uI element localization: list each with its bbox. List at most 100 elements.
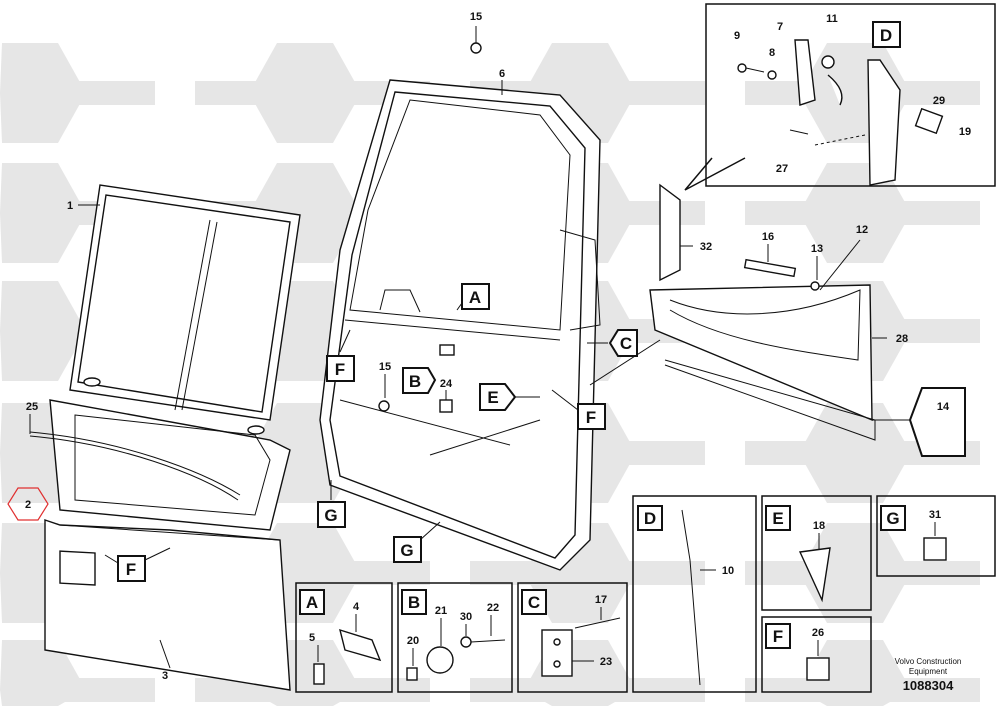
watermark-band bbox=[330, 561, 430, 585]
panel-title-g: G bbox=[880, 505, 906, 531]
detail-panel-b bbox=[397, 582, 513, 693]
callout-e-main[interactable]: E bbox=[479, 383, 517, 411]
svg-text:C: C bbox=[528, 593, 540, 612]
drawing-number: 1088304 bbox=[903, 678, 954, 693]
svg-text:G: G bbox=[324, 506, 337, 525]
svg-text:G: G bbox=[886, 509, 899, 528]
callout-c-main[interactable]: C bbox=[608, 329, 638, 357]
part-label-23[interactable]: 23 bbox=[600, 656, 612, 668]
callout-g-left[interactable]: G bbox=[317, 501, 346, 528]
svg-text:A: A bbox=[306, 593, 318, 612]
part-label-4[interactable]: 4 bbox=[353, 601, 360, 613]
watermark-band bbox=[880, 201, 980, 225]
panel-title-c: C bbox=[521, 589, 547, 615]
callout-14[interactable]: 14 bbox=[908, 387, 966, 457]
leader-lines bbox=[78, 26, 910, 669]
callout-f-door[interactable]: F bbox=[577, 403, 606, 430]
detail-inset-lock bbox=[684, 3, 996, 191]
part-label-8[interactable]: 8 bbox=[769, 47, 775, 59]
part-label-28[interactable]: 28 bbox=[896, 333, 908, 345]
part-label-27[interactable]: 27 bbox=[776, 163, 788, 175]
part-label-26[interactable]: 26 bbox=[812, 627, 824, 639]
part-label-22[interactable]: 22 bbox=[487, 602, 499, 614]
window-glass-part bbox=[69, 184, 301, 435]
svg-text:F: F bbox=[335, 360, 345, 379]
watermark-hexagon bbox=[0, 43, 86, 143]
svg-text:F: F bbox=[773, 627, 783, 646]
part-label-25[interactable]: 25 bbox=[26, 401, 38, 413]
part-label-29[interactable]: 29 bbox=[933, 95, 945, 107]
part-label-24[interactable]: 24 bbox=[440, 378, 453, 390]
part-label-13[interactable]: 13 bbox=[811, 243, 823, 255]
part-label-3[interactable]: 3 bbox=[162, 670, 168, 682]
detail-panel-a bbox=[295, 582, 393, 693]
svg-text:C: C bbox=[620, 334, 632, 353]
part-label-17[interactable]: 17 bbox=[595, 594, 607, 606]
side-trim-part bbox=[649, 183, 949, 447]
watermark-band bbox=[605, 201, 705, 225]
part-label-15-lower[interactable]: 15 bbox=[379, 361, 391, 373]
detail-panel-e bbox=[761, 495, 872, 611]
panel-title-a: A bbox=[299, 589, 325, 615]
detail-panel-g bbox=[876, 495, 996, 577]
callout-b-main[interactable]: B bbox=[402, 367, 437, 394]
part-label-32[interactable]: 32 bbox=[700, 241, 712, 253]
part-label-5[interactable]: 5 bbox=[309, 632, 315, 644]
svg-text:D: D bbox=[880, 26, 892, 45]
svg-text:G: G bbox=[400, 541, 413, 560]
highlight-hexagon-2[interactable] bbox=[7, 487, 49, 521]
callout-d-inset[interactable]: D bbox=[872, 21, 901, 48]
door-panel-part bbox=[29, 399, 291, 531]
svg-text:E: E bbox=[772, 509, 783, 528]
part-label-15[interactable]: 15 bbox=[470, 11, 482, 23]
manufacturer-line-2: Equipment bbox=[909, 667, 948, 676]
watermark-band bbox=[880, 561, 980, 585]
part-number-labels: 15 6 1 25 2 3 15 24 32 16 13 12 28 9 7 1… bbox=[25, 11, 971, 682]
part-label-20[interactable]: 20 bbox=[407, 635, 419, 647]
lower-door-panel-part bbox=[44, 519, 291, 691]
part-label-1[interactable]: 1 bbox=[67, 200, 73, 212]
svg-text:E: E bbox=[487, 388, 498, 407]
part-label-12[interactable]: 12 bbox=[856, 224, 868, 236]
svg-text:A: A bbox=[469, 288, 481, 307]
panel-title-d: D bbox=[637, 505, 663, 531]
panel-title-b: B bbox=[401, 589, 427, 615]
detail-panel-f bbox=[761, 616, 872, 693]
svg-text:B: B bbox=[409, 372, 421, 391]
part-label-18[interactable]: 18 bbox=[813, 520, 825, 532]
watermark-band bbox=[880, 319, 980, 343]
watermark-band bbox=[55, 81, 155, 105]
part-label-2[interactable]: 2 bbox=[25, 499, 31, 511]
panel-title-e: E bbox=[765, 505, 791, 531]
part-label-10[interactable]: 10 bbox=[722, 565, 734, 577]
part-label-11[interactable]: 11 bbox=[826, 13, 838, 25]
part-label-21[interactable]: 21 bbox=[435, 605, 447, 617]
part-label-16[interactable]: 16 bbox=[762, 231, 774, 243]
callout-g-bottom[interactable]: G bbox=[393, 536, 422, 563]
watermark-band bbox=[605, 81, 705, 105]
callout-a-main[interactable]: A bbox=[461, 283, 490, 310]
watermark-band bbox=[605, 441, 705, 465]
part-label-30[interactable]: 30 bbox=[460, 611, 472, 623]
callout-f-panel[interactable]: F bbox=[117, 555, 146, 582]
door-frame-part bbox=[319, 42, 601, 571]
watermark-band bbox=[605, 678, 705, 702]
detail-panels bbox=[295, 495, 996, 693]
watermark-hexagon bbox=[0, 281, 86, 381]
part-label-19[interactable]: 19 bbox=[959, 126, 971, 138]
part-label-31[interactable]: 31 bbox=[929, 509, 941, 521]
callout-f-left[interactable]: F bbox=[326, 355, 355, 382]
watermark-band bbox=[55, 678, 155, 702]
part-label-9[interactable]: 9 bbox=[734, 30, 740, 42]
svg-text:F: F bbox=[586, 408, 596, 427]
part-label-6[interactable]: 6 bbox=[499, 68, 505, 80]
part-label-7[interactable]: 7 bbox=[777, 21, 783, 33]
detail-panel-c bbox=[517, 582, 628, 693]
detail-panel-d bbox=[632, 495, 757, 693]
watermark-hexagon bbox=[0, 163, 86, 263]
watermark-hexagon bbox=[799, 163, 911, 263]
watermark-band bbox=[330, 678, 430, 702]
svg-text:14: 14 bbox=[937, 401, 950, 413]
